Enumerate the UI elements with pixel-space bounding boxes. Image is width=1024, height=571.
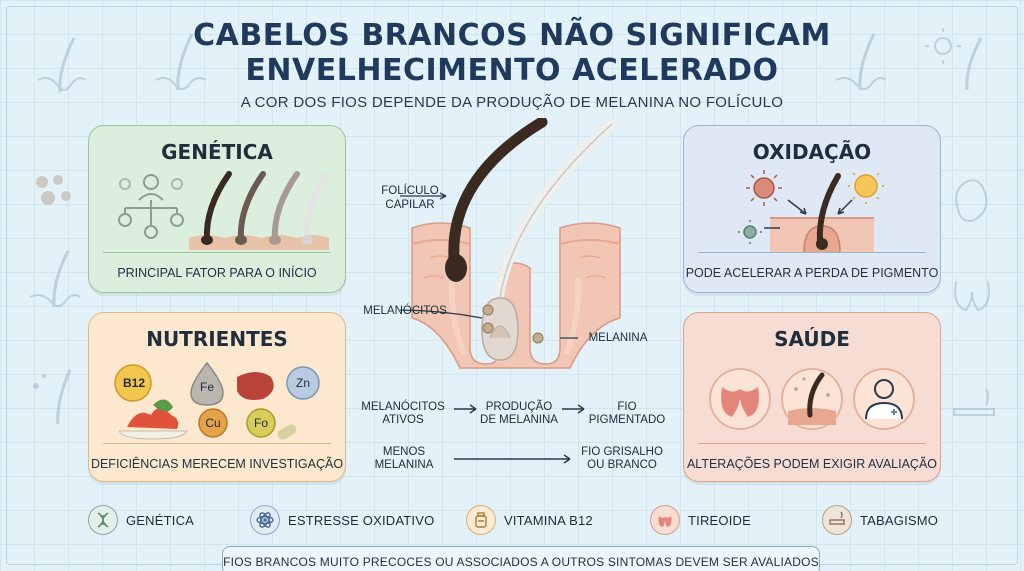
oxidation-card: OXIDAÇÃO PODE ACELERAR A PERDA DE PIGMEN… [683, 125, 941, 293]
thyroid-icon [954, 281, 990, 312]
hair-follicle-icon [155, 33, 207, 91]
hair-follicle-diagram [400, 118, 621, 369]
cigarette-icon [953, 388, 995, 416]
legend-vitamin-b12-label: VITAMINA B12 [504, 512, 593, 528]
nutrients-card-title: NUTRIENTES [146, 327, 288, 351]
flow-row2-b-line1: FIO GRISALHO [581, 446, 663, 458]
flow-gray-white-hair: FIO GRISALHO OU BRANCO [572, 446, 672, 472]
health-card-caption: ALTERAÇÕES PODEM EXIGIR AVALIAÇÃO [686, 457, 938, 471]
hair-follicle-icon [29, 250, 81, 308]
legend-oxidative-stress-label: ESTRESSE OXIDATIVO [288, 512, 435, 528]
health-illustration [709, 368, 915, 430]
organ-icon [955, 179, 988, 222]
legend-thyroid-label: TIREOIDE [688, 512, 751, 528]
flow-row2-b-line2: OU BRANCO [587, 459, 657, 471]
legend-item-oxidative-stress: ESTRESSE OXIDATIVO [250, 504, 434, 536]
genetics-card-divider [103, 252, 331, 253]
supplement-bottle-icon [466, 505, 496, 535]
flow-row1-b-line1: PRODUÇÃO [485, 401, 553, 413]
flow-row1-c-line1: FIO [617, 401, 637, 413]
hair-follicle-icon [37, 37, 87, 93]
flow-less-melanin: MENOS MELANINA [366, 446, 442, 472]
nutrients-card-divider [103, 443, 331, 444]
family-tree-icon [118, 174, 184, 239]
nutrients-illustration [114, 361, 320, 440]
page-subtitle: A COR DOS FIOS DEPENDE DA PRODUÇÃO DE ME… [240, 94, 784, 111]
oxidation-card-caption: PODE ACELERAR A PERDA DE PIGMENTO [685, 266, 939, 280]
melanocytes-label: MELANÓCITOS [363, 305, 447, 317]
flow-active-melanocytes: MELANÓCITOS ATIVOS [358, 401, 448, 427]
health-card: SAÚDE ALTERAÇÕES PODEM EXIGIR AVALIAÇÃO [683, 312, 941, 482]
atom-icon [250, 505, 280, 535]
flow-row1-a-line1: MELANÓCITOS [361, 401, 445, 413]
follicle-label-line-1: FOLÍCULO [381, 185, 439, 197]
hair-gradient-illustration [189, 171, 329, 250]
legend-item-smoking: TABAGISMO [822, 504, 938, 536]
nutrient-b12-label: B12 [123, 376, 146, 390]
long-arrow-right-icon [454, 454, 571, 464]
follicle-label-line-2: CAPILAR [385, 199, 435, 211]
arrow-right-icon [454, 404, 477, 414]
flow-row2-a-line2: MELANINA [374, 459, 434, 471]
oxidation-card-title: OXIDAÇÃO [752, 140, 872, 164]
cigarette-icon [822, 505, 852, 535]
legend-genetics-label: GENÉTICA [126, 512, 195, 528]
sun-hair-icon [925, 28, 983, 91]
footer-note-text: FIOS BRANCOS MUITO PRECOCES OU ASSOCIADO… [223, 555, 819, 569]
flow-row1-b-line2: DE MELANINA [480, 414, 558, 426]
cells-icon [36, 175, 71, 205]
flow-row2-a-line1: MENOS [382, 446, 426, 458]
flow-melanin-production: PRODUÇÃO DE MELANINA [474, 401, 564, 427]
legend-smoking-label: TABAGISMO [860, 512, 939, 528]
hair-follicle-icon [835, 33, 887, 91]
hair-follicle-icon [33, 369, 72, 425]
page-title-line-2: ENVELHECIMENTO ACELERADO [245, 53, 779, 88]
nutrient-fe-label: Fe [199, 380, 214, 394]
legend-item-vitamin-b12: VITAMINA B12 [466, 504, 593, 536]
flow-row1-c-line2: PIGMENTADO [588, 414, 666, 426]
health-card-divider [698, 443, 926, 444]
arrow-right-icon [562, 404, 585, 414]
flow-row1-a-line2: ATIVOS [382, 414, 424, 426]
thyroid-icon [650, 505, 680, 535]
legend-item-genetics: GENÉTICA [88, 504, 194, 536]
genetics-card: GENÉTICA PRINCIPAL FATOR PARA O INÍCIO [88, 125, 346, 293]
legend-item-thyroid: TIREOIDE [650, 504, 751, 536]
oxidation-card-divider [698, 252, 926, 253]
dna-icon [88, 505, 118, 535]
nutrient-cu-label: Cu [205, 416, 221, 430]
oxidation-illustration [738, 170, 884, 252]
nutrient-fo-label: Fo [253, 416, 268, 430]
page-title-line-1: CABELOS BRANCOS NÃO SIGNIFICAM [193, 18, 831, 53]
genetics-card-title: GENÉTICA [161, 140, 273, 164]
nutrients-card: NUTRIENTES B12 Fe Zn Cu Fo DEFICIÊNCIAS … [88, 312, 346, 482]
flow-pigmented-hair: FIO PIGMENTADO [582, 401, 672, 427]
health-card-title: SAÚDE [774, 327, 850, 351]
melanin-label: MELANINA [588, 332, 648, 344]
genetics-card-caption: PRINCIPAL FATOR PARA O INÍCIO [117, 266, 317, 280]
nutrient-zn-label: Zn [295, 376, 310, 390]
footer-note: FIOS BRANCOS MUITO PRECOCES OU ASSOCIADO… [222, 546, 820, 571]
nutrients-card-caption: DEFICIÊNCIAS MERECEM INVESTIGAÇÃO [90, 457, 344, 471]
